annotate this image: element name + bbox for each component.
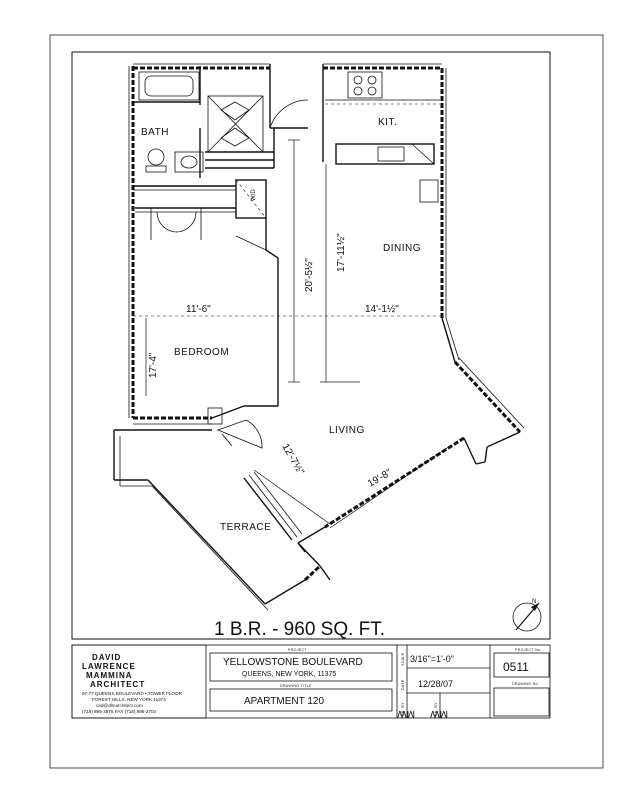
firm-name-2: LAWRENCE (82, 662, 136, 671)
north-arrow-icon: N (512, 599, 542, 632)
date-caption: DATE (401, 679, 405, 690)
firm-phone: (718) 896-3875 FAX (718) 896-2704 (82, 709, 157, 714)
exterior-walls (128, 63, 525, 553)
drawing-border (71, 51, 551, 640)
firm-address-1: 97-77 QUEENS BOULEVARD • TOWER FLOOR (82, 691, 183, 696)
scale-value: 3/16"=1'-0" (410, 654, 454, 664)
firm-name-4: ARCHITECT (90, 680, 145, 689)
dining-depth-dimension: 17'-11½" (336, 233, 347, 272)
total-depth-dimension: 20'-5½" (304, 258, 315, 292)
terrace-door-swing (216, 419, 263, 449)
kitchen-fixtures (322, 71, 440, 203)
checked-by-value: MW (430, 708, 448, 719)
column (207, 407, 223, 425)
drawing-title-caption: DRAWING TITLE (280, 684, 312, 688)
drawing-no-caption: DRAWING No. (512, 682, 539, 686)
bedroom-label: BEDROOM (174, 347, 229, 358)
drawing-title: APARTMENT 120 (244, 696, 324, 707)
dimension-lines (145, 139, 451, 529)
stove-icon (347, 71, 383, 99)
bedroom-door-swing (156, 211, 178, 233)
bathtub-icon (138, 71, 200, 101)
living-label: LIVING (329, 425, 365, 436)
closets (135, 95, 309, 251)
living-dining-width-dimension: 14'-1½" (365, 304, 399, 315)
drawn-by-value: MW (397, 708, 415, 719)
project-location: QUEENS, NEW YORK, 11375 (242, 671, 336, 678)
date-value: 12/28/07 (418, 679, 453, 689)
refrigerator-icon (419, 179, 439, 203)
svg-text:N: N (532, 599, 536, 605)
terrace-label: TERRACE (220, 522, 271, 533)
kitchen-counter (335, 143, 435, 165)
bedroom-depth-dimension: 17'-4" (148, 352, 159, 378)
dining-label: DINING (383, 243, 421, 254)
scale-caption: SCALE (401, 652, 405, 666)
kitchen-label: KIT. (378, 117, 397, 128)
living-depth-dimension: 12'-7½" (279, 442, 306, 477)
firm-name-3: MAMMINA (86, 671, 133, 680)
washer-dryer-label: W/D (251, 189, 257, 201)
firm-address-2: FOREST HILLS, NEW YORK 11374 (92, 697, 166, 702)
sink-icon (174, 151, 204, 173)
entry-door-swing (269, 99, 309, 129)
unit-summary: 1 B.R. - 960 SQ. FT. (214, 619, 385, 640)
interior-walls (133, 249, 442, 449)
kitchen-sink-icon (377, 146, 405, 162)
project-name: YELLOWSTONE BOULEVARD (223, 657, 363, 668)
project-caption: PROJECT (288, 648, 307, 652)
project-no-caption: PROJECT No. (515, 648, 542, 652)
firm-name-1: DAVID (92, 653, 121, 662)
sheet-edge (49, 34, 604, 769)
toilet-icon (147, 148, 165, 166)
firm-email: cad@dlmarchitect.com (96, 703, 143, 708)
bedroom-width-dimension: 11'-6" (186, 304, 211, 315)
bath-fixtures (133, 66, 236, 191)
project-no-value: 0511 (503, 660, 529, 674)
bath-label: BATH (141, 127, 169, 138)
checked-by-caption: CH. BY (434, 702, 438, 716)
terrace (113, 429, 331, 611)
title-block: DAVID LAWRENCE MAMMINA ARCHITECT 97-77 Q… (71, 644, 551, 719)
drawn-by-caption: DR. BY (401, 702, 405, 716)
